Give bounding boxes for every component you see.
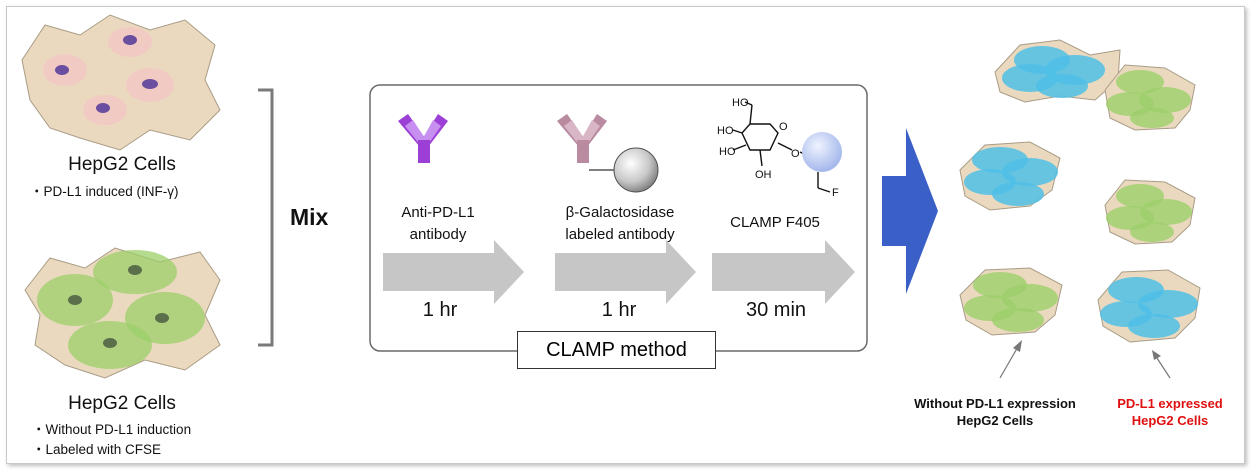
step-1-time: 1 hr xyxy=(422,299,458,321)
result-cluster-blue-top xyxy=(994,39,1121,103)
pointer-arrow-with xyxy=(1152,350,1171,379)
mix-label: Mix xyxy=(290,204,329,230)
molecule-label-ho-3: HO xyxy=(719,146,736,158)
step-arrow-3 xyxy=(712,240,855,304)
molecule-label-ho-2: HO xyxy=(717,125,734,137)
caption-with-line-1: PD-L1 expressed xyxy=(1117,396,1223,411)
molecule-label-ho-1: HO xyxy=(732,97,749,109)
clamp-method-label: CLAMP method xyxy=(517,331,716,369)
step-3-label: CLAMP F405 xyxy=(730,214,820,231)
result-cluster-green-top xyxy=(1104,64,1196,131)
beta-galactosidase-antibody-icon xyxy=(557,114,659,193)
hepg2-cfse-cells-illustration xyxy=(24,247,221,379)
molecule-label-f: F xyxy=(832,187,839,199)
mix-bracket xyxy=(258,88,274,347)
result-cluster-blue-bottom xyxy=(1097,269,1201,343)
bottom-group-title: HepG2 Cells xyxy=(68,393,176,414)
step-2-time: 1 hr xyxy=(601,299,637,321)
step-arrow-2 xyxy=(555,240,696,304)
anti-pd-l1-antibody-icon xyxy=(398,114,448,163)
molecule-label-o-link: O xyxy=(791,148,800,160)
clamp-f405-molecule-icon xyxy=(732,101,842,193)
result-arrow xyxy=(882,128,938,294)
pointer-arrow-without xyxy=(999,340,1022,379)
result-cluster-green-mid xyxy=(1104,179,1196,245)
caption-with-line-2: HepG2 Cells xyxy=(1131,413,1209,428)
step-1-label-line-1: Anti-PD-L1 xyxy=(401,204,475,221)
step-2-label-line-1: β-Galactosidase xyxy=(565,204,675,221)
molecule-label-o-ring: O xyxy=(779,121,788,133)
step-arrow-1 xyxy=(383,240,524,304)
result-cluster-green-bottom xyxy=(959,267,1063,336)
molecule-label-oh: OH xyxy=(755,169,772,181)
step-3-time: 30 min xyxy=(745,299,807,321)
hepg2-induced-cells-illustration xyxy=(21,14,221,151)
caption-without-expression: Without PD-L1 expression HepG2 Cells xyxy=(914,395,1076,429)
step-2-label-line-2: labeled antibody xyxy=(565,226,675,243)
bottom-group-note-2: ・Labeled with CFSE xyxy=(32,442,162,457)
top-group-note: ・PD-L1 induced (INF-γ) xyxy=(30,184,179,199)
caption-pd-l1-expressed: PD-L1 expressed HepG2 Cells xyxy=(1117,395,1223,429)
step-1-label-line-2: antibody xyxy=(409,226,467,243)
caption-without-line-2: HepG2 Cells xyxy=(956,413,1034,428)
bottom-group-note-1: ・Without PD-L1 induction xyxy=(32,422,192,437)
result-cluster-blue-mid xyxy=(959,141,1061,211)
caption-without-line-1: Without PD-L1 expression xyxy=(914,396,1076,411)
top-group-title: HepG2 Cells xyxy=(68,154,176,175)
